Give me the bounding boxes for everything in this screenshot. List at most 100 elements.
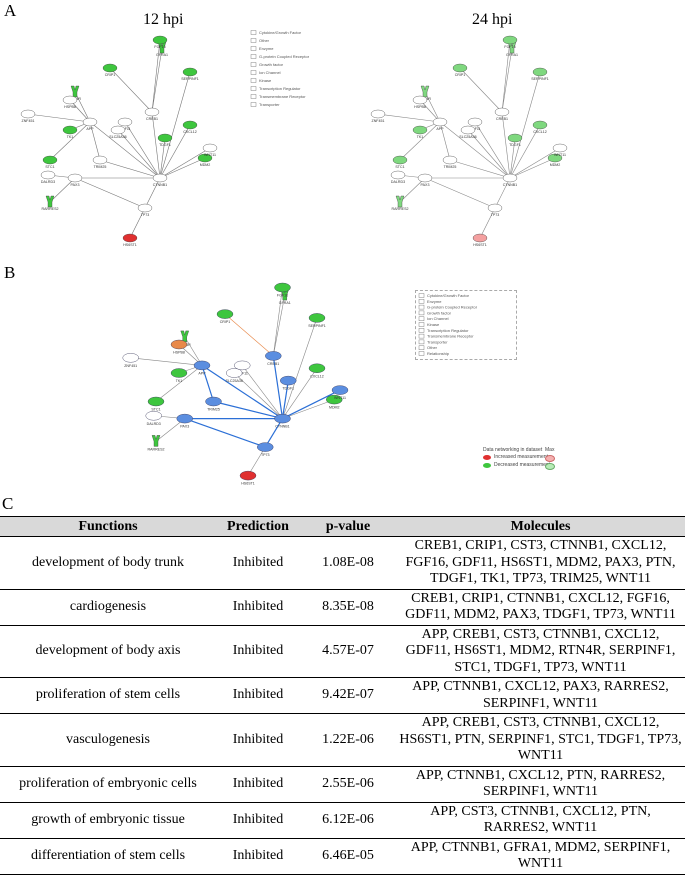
legend-swatch [250,38,257,43]
cell-molecules: CREB1, CRIP1, CTNNB1, CXCL12, FGF16,GDF1… [396,589,685,626]
legend-label: Transcription Regulator [427,328,469,333]
panel-a-24hpi-title: 24 hpi [472,11,513,28]
network-edge [159,71,191,179]
cell-prediction: Inhibited [216,589,300,626]
network-edge [159,137,166,179]
legend-label: Cytokine/Growth Factor [427,293,470,298]
legend-label: Transmembrane Receptor [259,94,306,99]
network-node-label: TRIM25 [94,165,107,169]
network-node-label: SLC25A36 [459,135,476,139]
network-edge [124,121,161,179]
network-edge [282,317,318,419]
network-node-label: TP73 [261,453,270,457]
network-edge [282,399,335,419]
legend-swatch [418,322,425,327]
network-node-label: GFRA1 [279,301,291,305]
cell-molecules: APP, CTNNB1, GFRA1, MDM2, SERPINF1,WNT11 [396,838,685,875]
network-node [390,170,406,180]
panel-c-letter: C [2,494,14,513]
molecules-line: APP, CREB1, CST3, CTNNB1, CXCL12, [421,715,660,730]
cell-function: vasculogenesis [0,713,216,767]
legend-swatch [250,46,257,51]
network-node [182,67,198,77]
network-node-label: STC1 [395,165,404,169]
network-edge [424,91,441,123]
decreased-swatch [483,463,491,468]
network-edge [109,67,153,113]
legend-swatch [418,328,425,333]
network-edge [501,39,511,113]
network-node [265,351,282,361]
network-edge [74,91,91,123]
network-node-label: HSPB8 [64,105,76,109]
table-header-row: Functions Prediction p-value Molecules [0,516,685,537]
legend-swatch [418,310,425,316]
network-node [392,155,408,165]
network-node [92,155,108,165]
legend-label: Growth factor [427,310,452,315]
network-node-label: CRIP1 [220,320,231,324]
cell-prediction: Inhibited [216,677,300,714]
network-node-label: FGF16 [277,294,288,298]
legend-b-header-left: Data networking in dataset [483,447,543,453]
network-node-label: MDM2 [200,163,211,167]
molecules-line: STC1, TDGF1, TP73, WNT11 [454,659,627,675]
network-node [82,117,98,127]
network-node [70,85,80,98]
network-node [225,368,243,378]
network-node [274,413,291,424]
legend-label: Growth factor [259,62,284,67]
network-edge [201,365,215,402]
network-node [234,360,251,371]
network-node [170,339,188,350]
network-edge [130,357,203,366]
network-node-label: TRIM25 [444,165,457,169]
network-node [502,173,518,183]
cell-function: development of body axis [0,625,216,678]
network-node-label: RARRES2 [148,447,165,451]
network-node-label: HS6ST1 [473,243,487,247]
network-edge [184,418,266,448]
network-node-label: ZNF451 [124,364,137,368]
network-edge [264,418,284,448]
network-node-label: SERPINF1 [308,324,326,328]
molecules-line: WNT11 [517,856,564,871]
network-edge [89,121,101,161]
network-edge [449,159,511,179]
network-node-label: GFRA1 [156,53,168,57]
network-node-label: APP [198,371,206,375]
cell-molecules: CREB1, CRIP1, CST3, CTNNB1, CXCL12,FGF16… [396,536,685,590]
legend-b-decreased: Decreased measurement [494,462,551,468]
network-edge [399,121,441,161]
network-node [202,143,218,153]
network-edge [144,177,161,209]
network-node [412,125,428,135]
molecules-line: WNT11 [517,748,564,763]
molecules-line: SERPINF1, WNT11 [482,695,599,711]
network-edge [129,207,146,239]
network-edge [439,121,511,179]
network-node [442,155,458,165]
cell-molecules: APP, CST3, CTNNB1, CXCL12, PTN,RARRES2, … [396,802,685,839]
network-node [62,125,78,135]
molecules-line: SERPINF1, WNT11 [482,784,599,799]
network-node [532,67,548,77]
network-node [472,233,488,243]
network-node [62,95,78,105]
network-edge [159,124,191,179]
network-node [205,396,222,407]
network-node-label: STC1 [45,165,54,169]
network-edge [272,355,284,419]
cell-pvalue: 6.46E-05 [300,838,396,875]
network-node [20,109,36,119]
network-node [274,282,291,293]
legend-swatch [250,30,257,35]
network-node [547,153,563,163]
functions-table: Functions Prediction p-value Molecules d… [0,516,685,875]
molecules-line: GDF11, HS6ST1, MDM2, RTN4R, SERPINF1, [405,643,676,658]
